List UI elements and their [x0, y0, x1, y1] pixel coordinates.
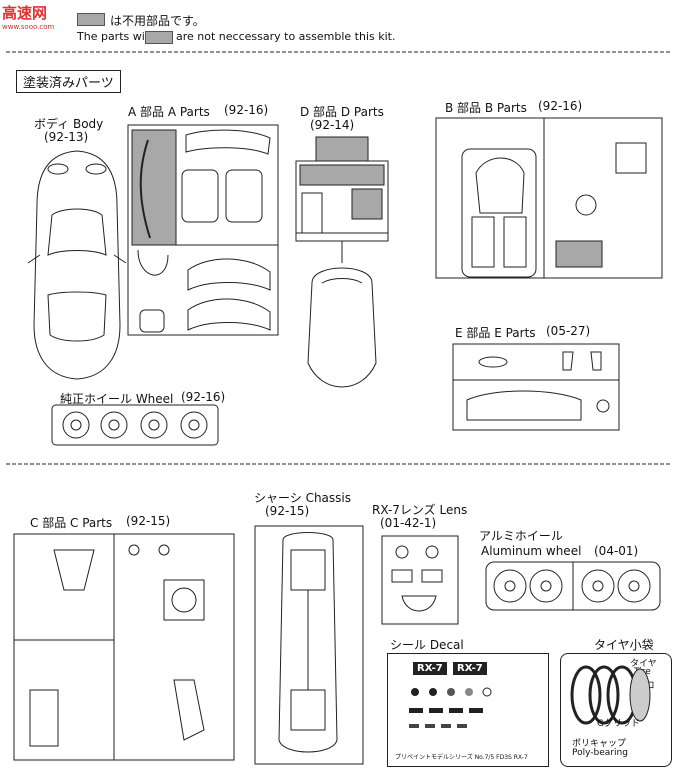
tire-drawing	[566, 660, 656, 730]
site-logo-text: 高速网	[2, 4, 48, 22]
parts-e-code: (05-27)	[546, 324, 591, 338]
parts-c-sprue	[14, 530, 239, 765]
legend-jp: は不用部品です。	[110, 14, 205, 28]
site-logo: 高速网 www.sooo.com	[2, 2, 54, 31]
parts-d-code: (92-14)	[310, 118, 355, 132]
lens-code: (01-42-1)	[380, 516, 437, 530]
lens-sprue	[382, 536, 462, 631]
wheel-label: 純正ホイール Wheel	[60, 392, 174, 406]
parts-a-code: (92-16)	[224, 103, 269, 117]
wheel-code: (92-16)	[181, 390, 226, 404]
poly-label-jp: ポリキャップ	[572, 739, 627, 749]
parts-d-label: D 部品 D Parts	[300, 105, 384, 119]
site-logo-url: www.sooo.com	[2, 23, 55, 31]
section-painted-parts-title: 塗装済みパーツ	[16, 70, 121, 93]
lens-label: RX-7レンズ Lens	[372, 503, 468, 517]
parts-a-label: A 部品 A Parts	[128, 105, 210, 119]
parts-e-sprue	[453, 340, 623, 430]
aluminum-label-jp: アルミホイール	[479, 529, 563, 543]
poly-label-en: Poly-bearing	[572, 748, 628, 758]
decal-label: シール Decal	[390, 638, 464, 652]
decal-footer: プリペイントモデルシリーズ No.7/5 FD3S RX-7	[395, 754, 528, 761]
tire-label-jp: タイヤ	[630, 659, 657, 669]
aluminum-label-en: Aluminum wheel	[481, 544, 582, 558]
body-code: (92-13)	[44, 130, 89, 144]
unused-parts-swatch	[77, 13, 105, 26]
legend-en-prefix: The parts with	[77, 30, 157, 43]
aluminum-wheel-sprue	[486, 560, 666, 615]
parts-b-sprue	[436, 113, 666, 283]
body-label: ボディ Body	[34, 117, 104, 131]
chassis-drawing	[253, 520, 368, 775]
chassis-code: (92-15)	[265, 504, 310, 518]
body-drawing	[22, 145, 132, 385]
decal-badge-1: RX-7	[413, 662, 447, 675]
grid-label: Gグリッド	[597, 719, 640, 729]
parts-c-label: C 部品 C Parts	[30, 516, 113, 530]
tire-bag-label: タイヤ小袋	[594, 638, 654, 652]
unused-parts-swatch-inline	[145, 31, 173, 44]
decal-sheet	[387, 653, 549, 767]
parts-a-sprue	[128, 120, 278, 345]
parts-e-label: E 部品 E Parts	[455, 326, 536, 340]
decal-dots	[409, 682, 545, 728]
wheel-sprue	[52, 403, 222, 448]
legend-en-suffix: are not neccessary to assemble this kit.	[176, 30, 396, 43]
tire-bag-frame	[560, 653, 672, 767]
chassis-label: シャーシ Chassis	[254, 491, 352, 505]
decal-badge-2: RX-7	[453, 662, 487, 675]
parts-b-code: (92-16)	[538, 99, 583, 113]
parts-d-sprue	[292, 133, 392, 398]
aluminum-code: (04-01)	[594, 544, 639, 558]
parts-b-label: B 部品 B Parts	[445, 101, 527, 115]
parts-c-code: (92-15)	[126, 514, 171, 528]
